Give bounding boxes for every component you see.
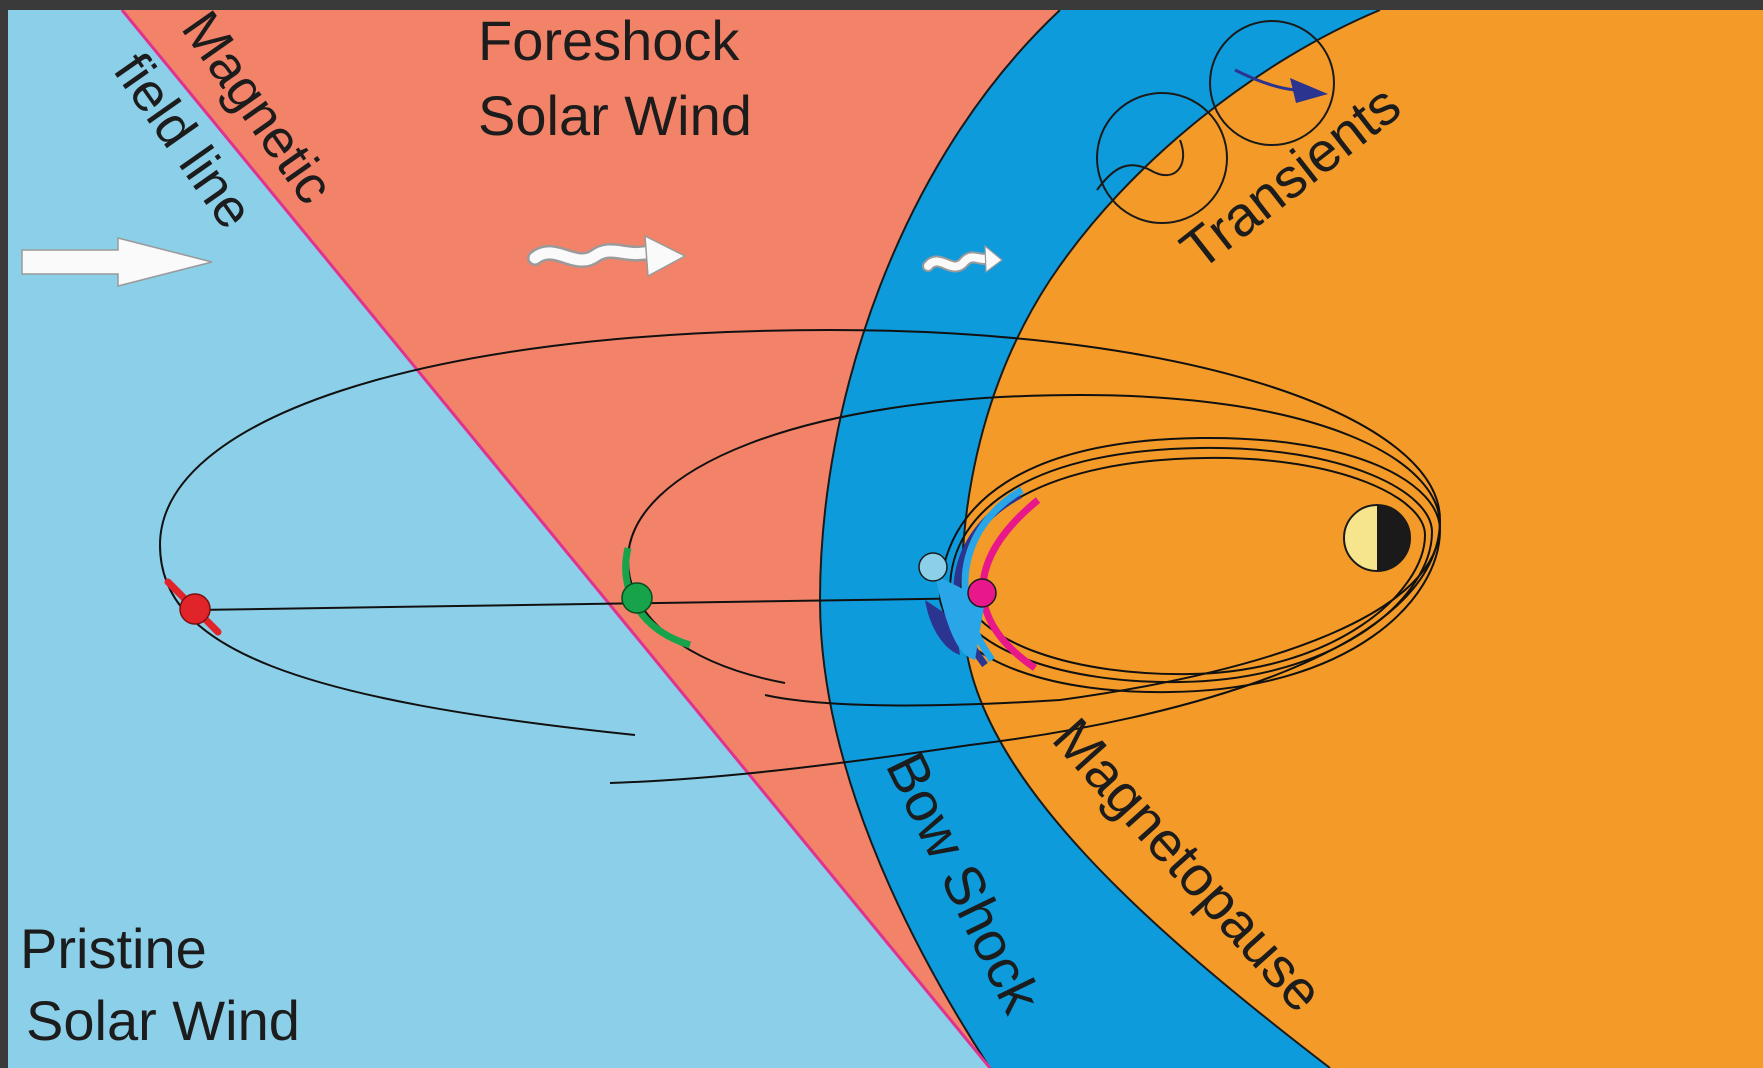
transient-circle-1 bbox=[1096, 92, 1228, 224]
solar-wind-arrow-icon bbox=[21, 237, 213, 287]
transient-vortices bbox=[1096, 20, 1335, 224]
lightblue-spacecraft bbox=[918, 552, 948, 582]
wavy-arrow-small-icon bbox=[922, 244, 1003, 274]
magenta-spacecraft bbox=[967, 578, 997, 608]
magnetopause-line bbox=[960, 10, 1381, 1068]
transient-circle-2 bbox=[1209, 20, 1335, 146]
diagram-panel: Foreshock Solar Wind Pristine Solar Wind… bbox=[8, 9, 1763, 1068]
green-spacecraft bbox=[621, 582, 653, 614]
foreshock-label-line2: Solar Wind bbox=[478, 84, 752, 147]
red-spacecraft bbox=[179, 593, 211, 625]
transient-flow-line bbox=[1234, 68, 1296, 92]
foreshock-region bbox=[122, 10, 1060, 1068]
spacecraft-alignment-line bbox=[194, 597, 986, 611]
foreshock-label-line1: Foreshock bbox=[478, 9, 740, 72]
pristine-label-line2: Solar Wind bbox=[26, 989, 300, 1052]
transient-wave bbox=[1096, 139, 1185, 191]
orbit-inner-2 bbox=[948, 446, 1434, 684]
orbit-inner-1 bbox=[938, 436, 1442, 694]
transient-arrow-icon bbox=[1290, 78, 1328, 103]
magnetic-field-line bbox=[120, 10, 992, 1068]
magnetosheath-region bbox=[820, 10, 1380, 1068]
darkblue-spacecraft-wedge bbox=[925, 600, 960, 655]
pristine-label-line1: Pristine bbox=[20, 917, 207, 980]
orbit-inner-3 bbox=[958, 456, 1427, 676]
bow-shock-line bbox=[818, 10, 1061, 1068]
wavy-arrow-icon bbox=[527, 234, 687, 278]
earth-icon bbox=[1343, 504, 1411, 572]
